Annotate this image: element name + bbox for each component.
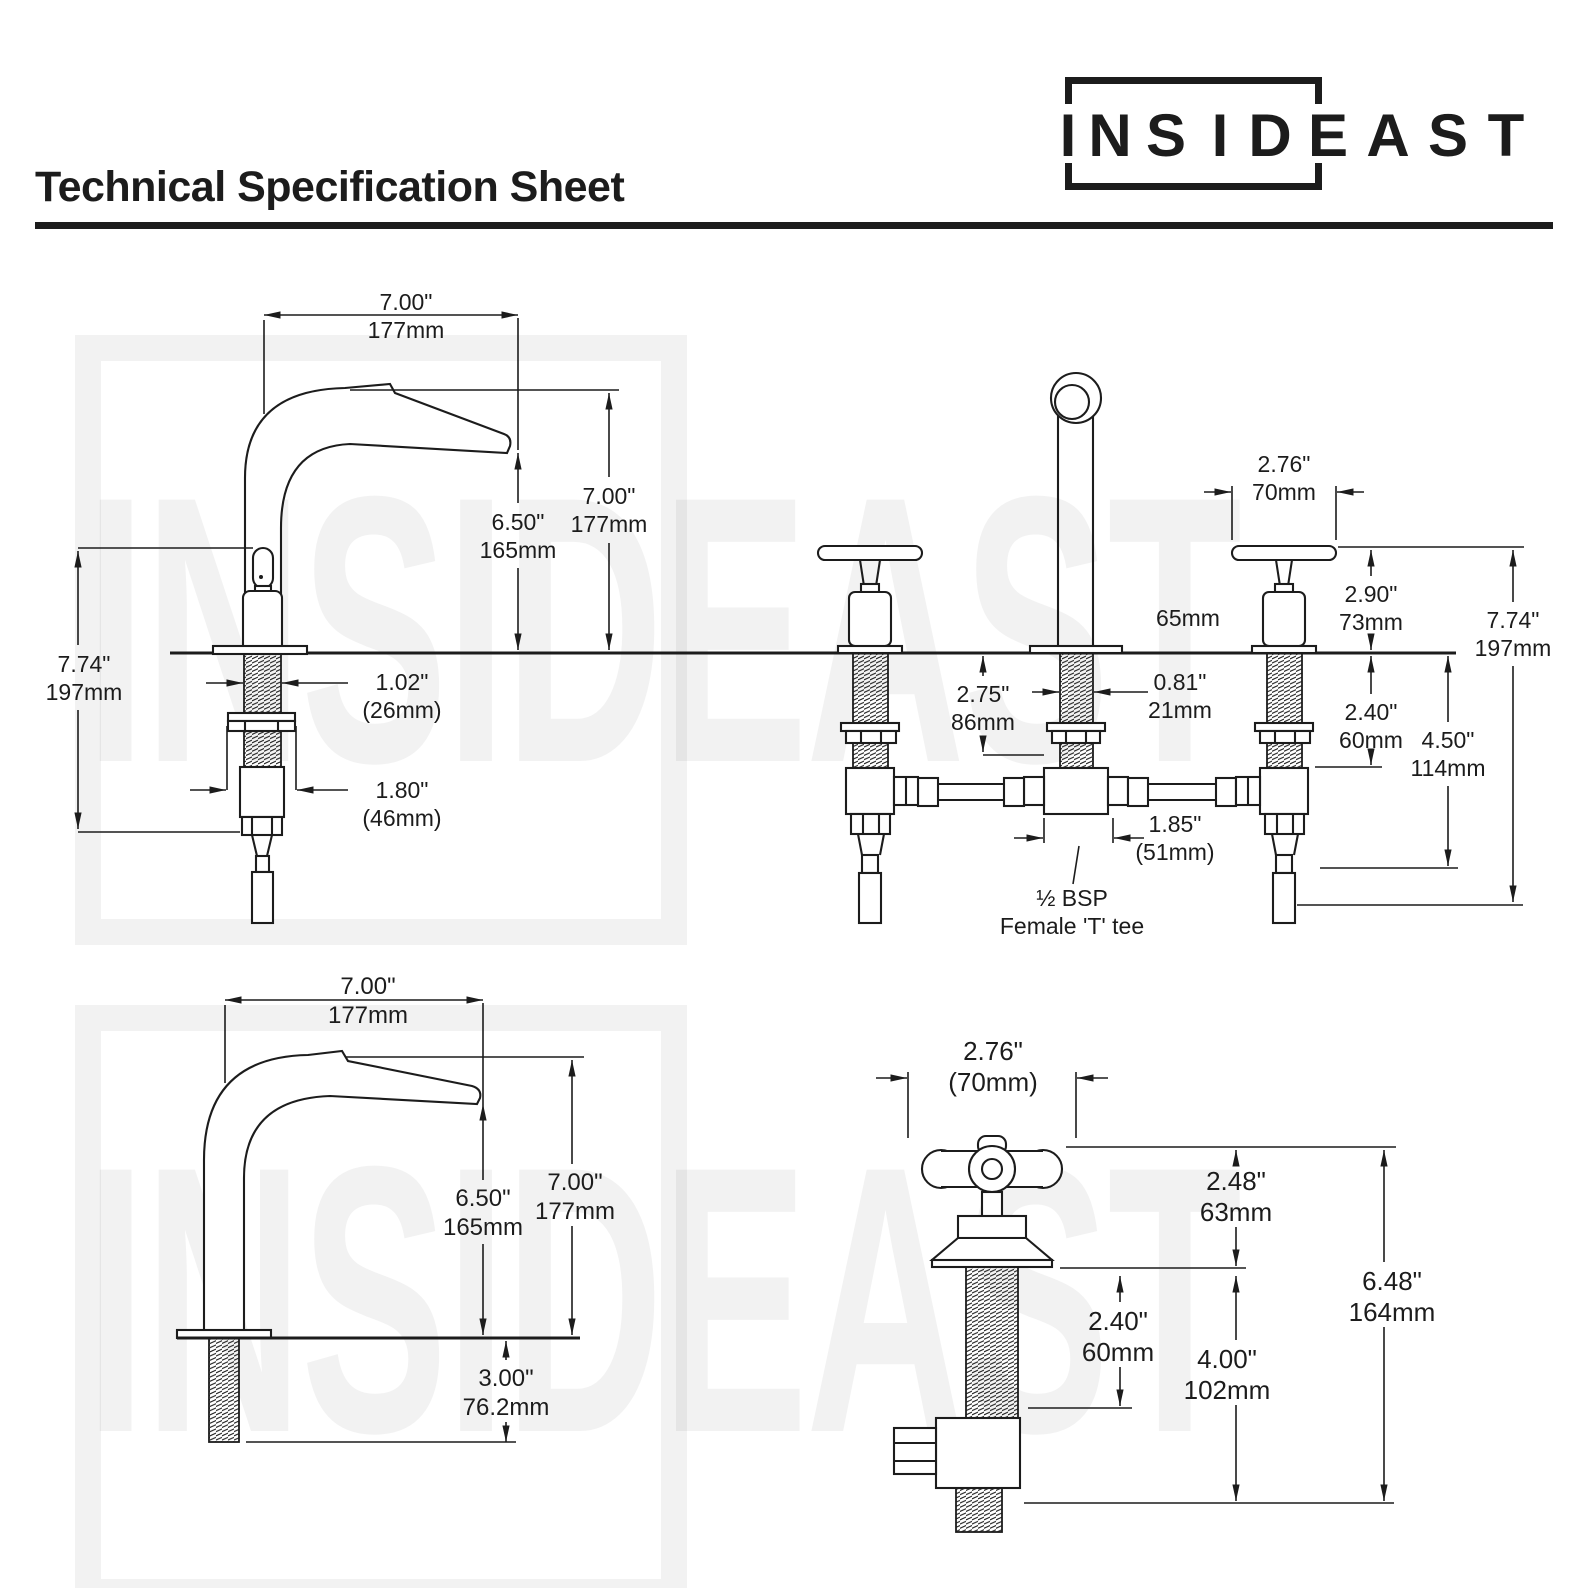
drawing-spout-side-top <box>74 311 619 925</box>
logo-frame <box>1065 77 1322 84</box>
dim-value: 2.40" <box>1088 1306 1148 1336</box>
dim-label-d2-tee-width: 1.85"(51mm) <box>1065 810 1285 866</box>
brand-letter: E <box>1307 102 1349 169</box>
dim-label-d1-shank-dia: 1.02"(26mm) <box>292 668 512 724</box>
dim-value: 4.00" <box>1197 1344 1257 1374</box>
brand-letter: I <box>1059 102 1077 169</box>
dim-label-d4-shank-length: 2.40"60mm <box>1008 1306 1228 1368</box>
page-title: Technical Specification Sheet <box>35 163 625 211</box>
dim-value: 21mm <box>1148 697 1212 723</box>
dim-label-d3-top-width: 7.00"177mm <box>258 972 478 1030</box>
dim-value: (70mm) <box>948 1067 1038 1097</box>
brand-letter: A <box>1366 102 1410 169</box>
drawing-spout-side-bottom <box>175 996 584 1443</box>
dim-value: 177mm <box>367 317 445 343</box>
dim-value: 114mm <box>1410 755 1486 781</box>
dim-value: 4.50" <box>1421 727 1475 753</box>
watermark-box-bottom <box>75 1005 687 1588</box>
title-underline <box>35 222 1553 229</box>
logo-frame <box>1065 163 1072 190</box>
dim-value: 197mm <box>45 679 123 705</box>
dim-value: 177mm <box>534 1198 616 1225</box>
dim-value: 1.85" <box>1148 811 1202 837</box>
dim-label-d1-spout-height: 6.50"165mm <box>408 508 628 564</box>
dim-value: 6.48" <box>1362 1266 1422 1296</box>
brand-letter: I <box>1211 102 1229 169</box>
dim-value: (26mm) <box>362 697 442 723</box>
dim-value: 65mm <box>1156 605 1220 631</box>
brand-letter: N <box>1088 102 1132 169</box>
dim-value: 86mm <box>951 709 1015 735</box>
dim-label-d2-below-thread: 2.40"60mm <box>1261 698 1481 754</box>
dim-value: 7.00" <box>379 289 433 315</box>
dim-value: 6.50" <box>455 1185 511 1212</box>
dim-label-d2-total-height: 7.74"197mm <box>1403 606 1588 662</box>
dim-value: 2.76" <box>963 1036 1023 1066</box>
dim-label-d2-spout-height: 65mm <box>1078 604 1298 632</box>
logo-frame <box>1315 163 1322 190</box>
dim-value: ½ BSP <box>1036 885 1108 911</box>
dim-value: 60mm <box>1081 1337 1155 1367</box>
dim-label-d2-shank-dia: 0.81"21mm <box>1070 668 1290 724</box>
dim-value: 70mm <box>1252 479 1316 505</box>
dim-value: 1.80" <box>375 777 429 803</box>
dim-value: 2.40" <box>1344 699 1398 725</box>
dim-label-d4-handle-height: 2.48"63mm <box>1126 1166 1346 1228</box>
watermark-box-top <box>75 335 687 945</box>
dim-value: 7.00" <box>547 1169 603 1196</box>
dim-value: 177mm <box>570 511 648 537</box>
dim-value: 177mm <box>327 1002 409 1029</box>
dim-value: (46mm) <box>362 805 442 831</box>
dim-value: 165mm <box>442 1214 524 1241</box>
dim-label-d3-spout-height: 6.50"165mm <box>373 1184 593 1242</box>
dim-value: Female 'T' tee <box>999 913 1145 939</box>
dim-label-d2-handle-height: 2.90"73mm <box>1261 580 1481 636</box>
dim-value: 2.75" <box>956 681 1010 707</box>
dim-label-d1-body-dia: 1.80"(46mm) <box>292 776 512 832</box>
dim-value: 63mm <box>1199 1197 1273 1227</box>
dim-label-d3-total-height: 7.00"177mm <box>465 1168 685 1226</box>
dim-value: 102mm <box>1183 1375 1271 1405</box>
dim-value: 7.00" <box>582 483 636 509</box>
dim-label-d1-top-width: 7.00"177mm <box>296 288 516 344</box>
dim-label-d1-below-height: 7.74"197mm <box>0 650 194 706</box>
dim-label-d1-total-height: 7.00"177mm <box>499 482 719 538</box>
dim-value: 2.76" <box>1257 451 1311 477</box>
dim-value: 73mm <box>1339 609 1403 635</box>
dim-value: 76.2mm <box>462 1394 550 1421</box>
brand-letter: S <box>1427 102 1469 169</box>
dim-value: 197mm <box>1474 635 1552 661</box>
dim-value: 0.81" <box>1153 669 1207 695</box>
dim-value: 1.02" <box>375 669 429 695</box>
dim-value: 164mm <box>1348 1297 1436 1327</box>
drawing-valve-front <box>876 1072 1396 1533</box>
logo-frame <box>1315 77 1322 104</box>
dim-label-d3-below-height: 3.00"76.2mm <box>396 1364 616 1422</box>
dim-label-d2-deck-to-tee: 2.75"86mm <box>873 680 1093 736</box>
dim-value: 3.00" <box>478 1365 534 1392</box>
dim-value: 7.74" <box>57 651 111 677</box>
brand-letter: T <box>1487 102 1525 169</box>
dim-value: 7.00" <box>340 973 396 1000</box>
brand-letter: S <box>1145 102 1187 169</box>
dim-label-d4-total-height: 6.48"164mm <box>1282 1266 1502 1328</box>
dim-value: 7.74" <box>1486 607 1540 633</box>
dim-label-d2-handle-width: 2.76"70mm <box>1174 450 1394 506</box>
dim-value: 60mm <box>1339 727 1403 753</box>
dim-value: 165mm <box>479 537 557 563</box>
dim-label-d2-below-total: 4.50"114mm <box>1338 726 1558 782</box>
dim-label-d4-below-length: 4.00"102mm <box>1117 1344 1337 1406</box>
dim-value: 2.48" <box>1206 1166 1266 1196</box>
dim-value: (51mm) <box>1135 839 1215 865</box>
dim-label-d4-handle-width: 2.76"(70mm) <box>883 1036 1103 1098</box>
logo-frame <box>1065 77 1072 104</box>
brand-letter: D <box>1248 102 1292 169</box>
logo-frame <box>1065 183 1322 190</box>
dim-value: 6.50" <box>491 509 545 535</box>
dim-value: 2.90" <box>1344 581 1398 607</box>
drawing-widespread-front <box>816 371 1524 925</box>
